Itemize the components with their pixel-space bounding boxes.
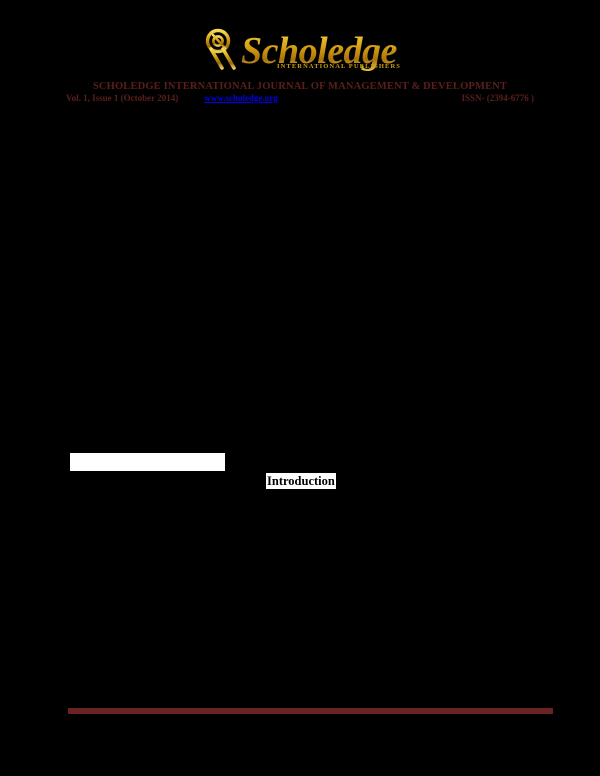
scholedge-tagline: INTERNATIONAL PUBLISHERS [277, 62, 401, 70]
page-body-blank-region [0, 110, 600, 708]
issue-info-line: Vol. 1, Issue 1 (October 2014) www.schol… [66, 93, 534, 103]
scholedge-key-emblem-icon [199, 26, 241, 72]
footer-divider-rule [68, 708, 553, 714]
section-heading-introduction: Introduction [266, 473, 336, 489]
journal-title: SCHOLEDGE INTERNATIONAL JOURNAL OF MANAG… [92, 81, 508, 92]
scholedge-wordmark-text: Scholedge [241, 30, 397, 73]
blank-white-bar [70, 453, 225, 471]
issn-label: ISSN- (2394-6776 ) [461, 93, 534, 103]
scholedge-logo: Scholedge INTERNATIONAL PUBLISHERS [199, 26, 401, 70]
scholedge-wordmark: Scholedge INTERNATIONAL PUBLISHERS [241, 30, 401, 73]
masthead: Scholedge INTERNATIONAL PUBLISHERS [0, 26, 600, 77]
journal-website-link[interactable]: www.scholedge.org [204, 93, 278, 103]
volume-issue-label: Vol. 1, Issue 1 (October 2014) [66, 93, 179, 103]
